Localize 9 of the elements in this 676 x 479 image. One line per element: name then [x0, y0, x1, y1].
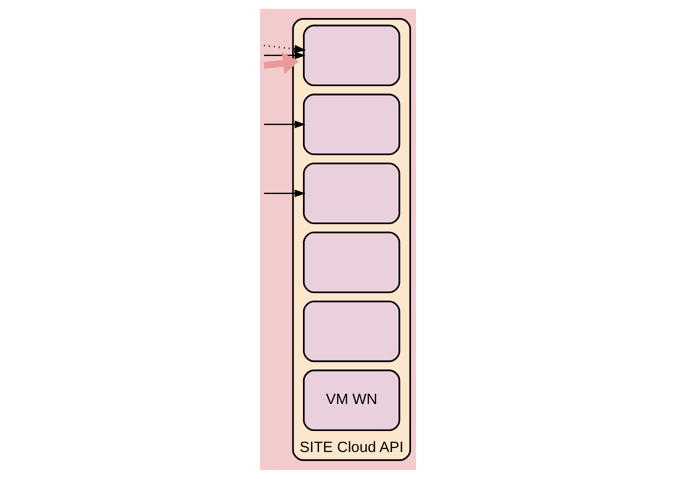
node-box: [302, 232, 400, 294]
arrow: [264, 190, 306, 198]
arrow: [264, 120, 306, 128]
node-box: VM WN: [302, 370, 400, 432]
node-box: [302, 24, 400, 86]
node-box: [302, 94, 400, 156]
node-box: [302, 300, 400, 362]
node-box: [302, 162, 400, 224]
arrow: [264, 52, 299, 74]
